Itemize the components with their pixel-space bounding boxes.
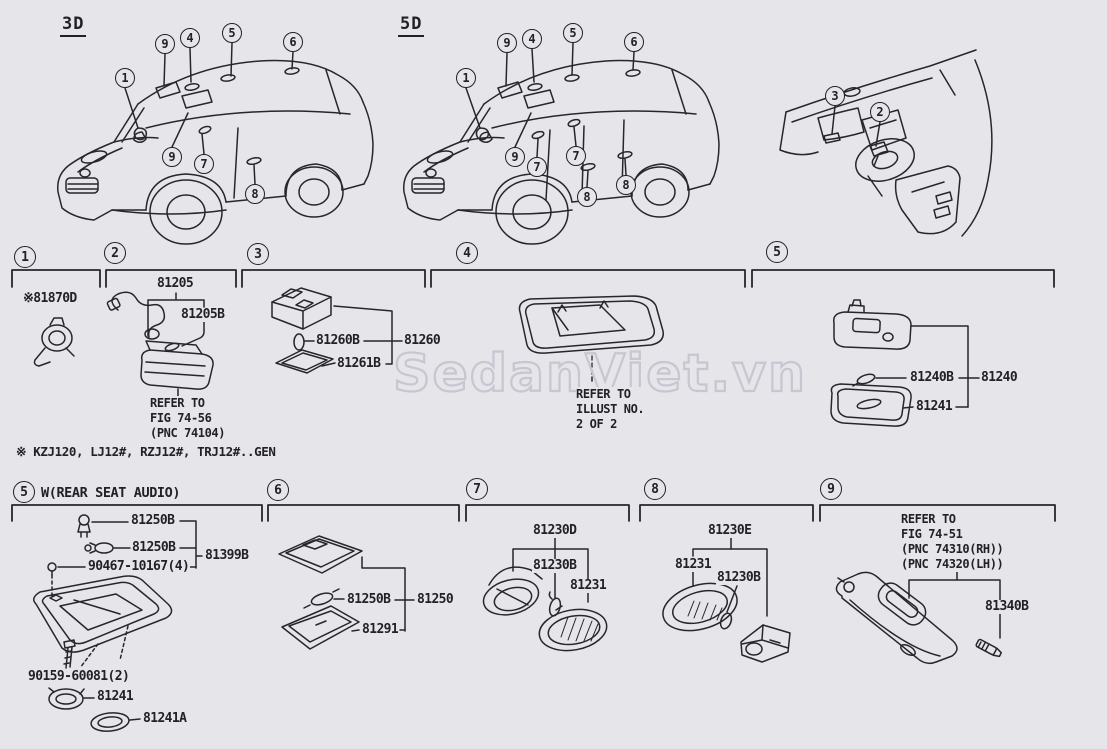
part-number-81231: 81231 (569, 578, 608, 593)
part-number-81240: 81240 (980, 370, 1019, 385)
part-number-81250b: 81250B (346, 592, 392, 607)
section-1-badge: 1 (14, 246, 36, 268)
refer-note-illust: REFER TO ILLUST NO. 2 OF 2 (576, 387, 645, 432)
dashboard-drawing (779, 49, 993, 237)
callout-4: 4 (180, 28, 200, 48)
part-81230e-drawing (662, 537, 791, 663)
section-brackets (11, 269, 1056, 522)
callout-9: 9 (162, 147, 182, 167)
section-2-badge: 2 (104, 242, 126, 264)
callout-1: 1 (456, 68, 476, 88)
section-5-badge: 5 (766, 241, 788, 263)
part-number-81241: 81241 (96, 689, 135, 704)
part-console-drawing (33, 514, 203, 732)
part-number-81340b: 81340B (984, 599, 1030, 614)
part-81870d-drawing (33, 317, 75, 367)
section-4-badge: 4 (456, 242, 478, 264)
part-81230d-drawing (482, 537, 608, 652)
part-81250-drawing (278, 535, 415, 650)
part-number-81399b: 81399B (204, 548, 250, 563)
part-number-81205b: 81205B (180, 307, 226, 322)
callout-8: 8 (616, 175, 636, 195)
callout-9: 9 (155, 34, 175, 54)
section-5b-title: W(REAR SEAT AUDIO) (41, 485, 181, 501)
part-81240-drawing (830, 299, 980, 427)
part-number-90159: 90159-60081(2) (27, 669, 131, 684)
callout-7: 7 (566, 146, 586, 166)
part-number-90467: 90467-10167(4) (87, 559, 191, 574)
part-maplamp-drawing (518, 295, 664, 385)
vehicle-5door-drawing (402, 42, 720, 245)
part-number-81261b: 81261B (336, 356, 382, 371)
section-9-badge: 9 (820, 478, 842, 500)
part-81205-drawing (106, 291, 214, 398)
callout-4: 4 (522, 29, 542, 49)
section-7-badge: 7 (466, 478, 488, 500)
part-number-81260: 81260 (403, 333, 442, 348)
part-number-81250b: 81250B (131, 540, 177, 555)
callout-6: 6 (283, 32, 303, 52)
callout-7: 7 (527, 157, 547, 177)
section-6-badge: 6 (267, 479, 289, 501)
refer-note-fig74-56: REFER TO FIG 74-56 (PNC 74104) (150, 396, 226, 441)
part-number-81250b: 81250B (130, 513, 176, 528)
part-number-81250: 81250 (416, 592, 455, 607)
view-label-3d: 3D (60, 14, 87, 37)
part-number-81205: 81205 (156, 276, 195, 291)
callout-8: 8 (245, 184, 265, 204)
callout-7: 7 (194, 154, 214, 174)
callout-9: 9 (505, 147, 525, 167)
refer-note-fig74-51: REFER TO FIG 74-51 (PNC 74310(RH)) (PNC … (901, 512, 1004, 572)
part-number-81241: 81241 (915, 399, 954, 414)
part-number-81240b: 81240B (909, 370, 955, 385)
callout-3: 3 (825, 86, 845, 106)
part-number-81230b: 81230B (716, 570, 762, 585)
part-number-81230e: 81230E (707, 523, 753, 538)
part-visor-drawing (835, 565, 1003, 665)
callout-5: 5 (563, 23, 583, 43)
section-5b-badge: 5 (13, 481, 35, 503)
part-number-81230d: 81230D (532, 523, 578, 538)
callout-6: 6 (624, 32, 644, 52)
part-number-81241a: 81241A (142, 711, 188, 726)
callout-1: 1 (115, 68, 135, 88)
callout-9: 9 (497, 33, 517, 53)
part-number-81260b: 81260B (315, 333, 361, 348)
vehicle-3door-drawing (56, 42, 374, 245)
section-8-badge: 8 (644, 478, 666, 500)
part-number-81231: 81231 (674, 557, 713, 572)
applicability-footnote: ※ KZJ120, LJ12#, RZJ12#, TRJ12#..GEN (16, 444, 276, 459)
part-81260-drawing (271, 287, 403, 374)
callout-2: 2 (870, 102, 890, 122)
view-label-5d: 5D (398, 14, 425, 37)
callout-8: 8 (577, 187, 597, 207)
part-number-81291: 81291 (361, 622, 400, 637)
callout-5: 5 (222, 23, 242, 43)
part-number-81230b: 81230B (532, 558, 578, 573)
part-number-81870d: ※81870D (22, 291, 78, 306)
section-3-badge: 3 (247, 243, 269, 265)
